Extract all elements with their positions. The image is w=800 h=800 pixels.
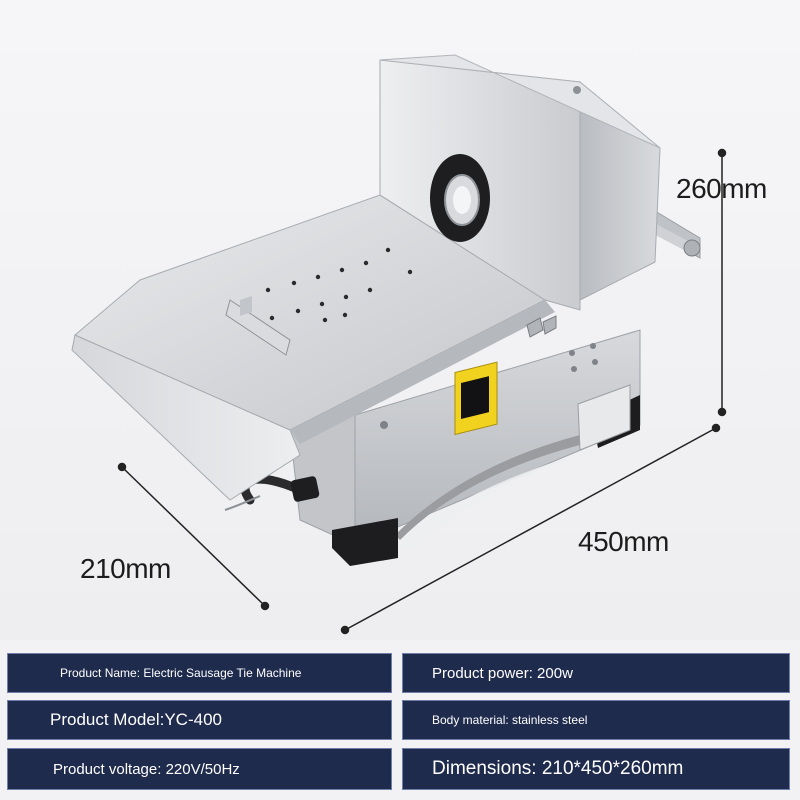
machine-illustration [71,54,727,635]
work-tray [71,194,555,501]
height-dimension-line [717,148,727,417]
spec-product-model: Product Model:YC-400 [7,700,392,740]
spec-dimensions: Dimensions: 210*450*260mm [402,748,790,790]
control-panel [380,315,631,451]
machine-hood [379,54,661,311]
product-photo: 260mm 450mm 210mm [0,0,800,640]
spec-product-power: Product power: 200w [402,653,790,693]
depth-dimension-line [117,462,270,611]
spec-product-voltage: Product voltage: 220V/50Hz [7,748,392,790]
depth-dimension-label: 210mm [80,553,171,584]
spec-body-material: Body material: stainless steel [402,700,790,740]
length-dimension-line [340,423,721,635]
spec-panel: Product Name: Electric Sausage Tie Machi… [0,640,800,800]
spec-product-name: Product Name: Electric Sausage Tie Machi… [7,653,392,693]
height-dimension-label: 260mm [676,173,767,204]
length-dimension-label: 450mm [578,526,669,557]
